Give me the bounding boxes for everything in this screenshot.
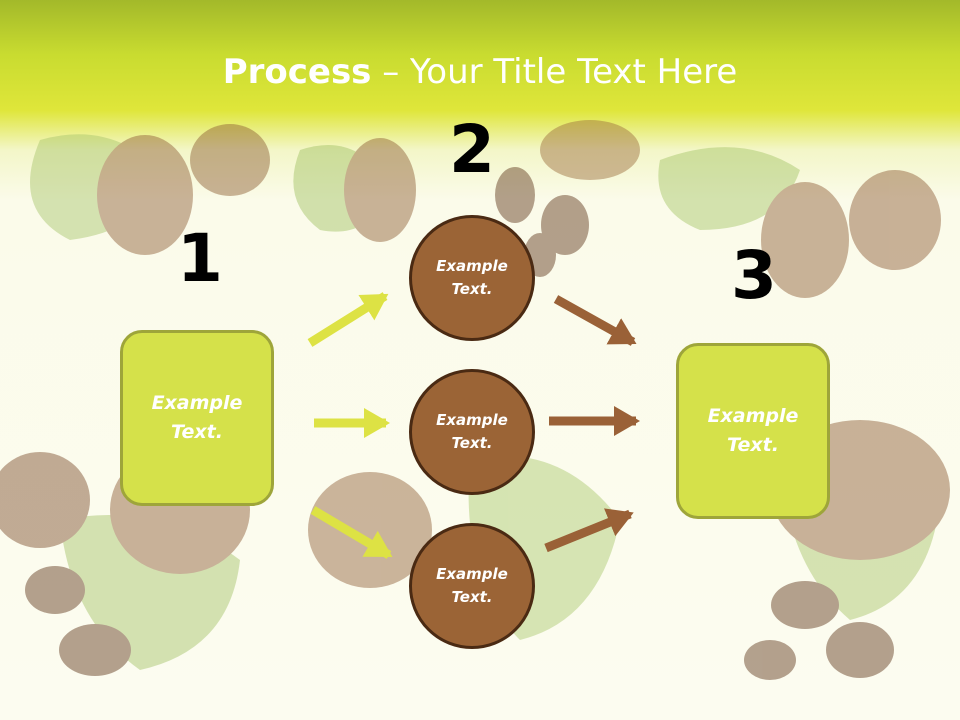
process-circle-bottom-label: Example Text.: [436, 565, 508, 606]
title-rest: – Your Title Text Here: [371, 52, 738, 92]
slide-title: Process – Your Title Text Here: [0, 52, 960, 92]
process-circle-bottom[interactable]: Example Text.: [409, 523, 535, 649]
arrow-bottom-to-right: [544, 508, 634, 553]
arrow-top-to-right: [553, 295, 637, 346]
step-number-2: 2: [449, 111, 495, 188]
step-box-right[interactable]: Example Text.: [676, 343, 830, 519]
arrow-left-to-top: [307, 292, 389, 347]
arrow-left-to-bottom: [310, 506, 393, 559]
step-box-left[interactable]: Example Text.: [120, 330, 274, 506]
step-box-left-label: Example Text.: [151, 392, 243, 443]
step-number-3: 3: [731, 237, 777, 314]
process-circle-middle-label: Example Text.: [436, 411, 508, 452]
process-circle-top[interactable]: Example Text.: [409, 215, 535, 341]
process-circle-middle[interactable]: Example Text.: [409, 369, 535, 495]
title-bold: Process: [222, 52, 372, 92]
step-number-1: 1: [177, 220, 223, 297]
step-box-right-label: Example Text.: [707, 405, 799, 456]
process-circle-top-label: Example Text.: [436, 257, 508, 298]
